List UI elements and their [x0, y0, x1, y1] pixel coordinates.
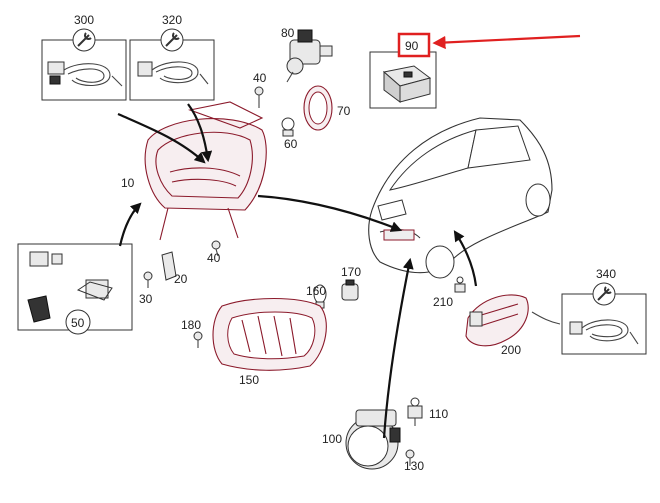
part-20-bracket[interactable] — [161, 251, 177, 281]
part-80-leveling-motor[interactable] — [286, 29, 333, 83]
part-150-fog-lamp-frame[interactable] — [212, 298, 327, 371]
label-90: 90 — [405, 39, 419, 53]
label-50: 50 — [71, 316, 85, 330]
label-80: 80 — [281, 26, 295, 40]
label-110: 110 — [429, 407, 448, 421]
label-150: 150 — [239, 373, 259, 387]
part-210-bulb[interactable] — [454, 276, 466, 293]
highlight-arrow — [432, 34, 581, 50]
part-60-bulb[interactable] — [281, 117, 295, 137]
highlight-box-90 — [397, 32, 431, 58]
label-130: 130 — [404, 459, 424, 473]
part-90-control-module[interactable] — [369, 51, 437, 109]
part-30-screw[interactable] — [143, 271, 153, 288]
part-40-screw-top[interactable] — [254, 86, 264, 108]
part-300-wiring-kit[interactable] — [41, 28, 127, 101]
part-100-fog-lamp[interactable] — [345, 409, 401, 470]
label-40-lower: 40 — [207, 251, 221, 265]
label-210: 210 — [433, 295, 453, 309]
leader-arrows — [117, 103, 561, 439]
part-170-bulb-holder[interactable] — [341, 279, 359, 301]
label-340: 340 — [596, 267, 616, 281]
label-180: 180 — [181, 318, 201, 332]
label-200: 200 — [501, 343, 521, 357]
label-100: 100 — [322, 432, 342, 446]
label-160: 160 — [306, 284, 326, 298]
car-illustration — [368, 117, 553, 279]
label-20: 20 — [174, 272, 188, 286]
part-130-screw[interactable] — [405, 449, 415, 466]
part-110-bulb[interactable] — [407, 397, 423, 426]
label-320: 320 — [162, 13, 182, 27]
part-340-wiring-kit[interactable] — [561, 282, 647, 355]
part-40-screw-lower[interactable] — [211, 240, 221, 257]
label-40-top: 40 — [253, 71, 267, 85]
part-200-side-lamp[interactable] — [465, 294, 529, 347]
label-170: 170 — [341, 265, 361, 279]
part-160-bulb[interactable] — [313, 284, 327, 309]
label-70: 70 — [337, 104, 351, 118]
label-60: 60 — [284, 137, 298, 151]
part-10-headlamp[interactable] — [144, 101, 267, 241]
part-180-screw[interactable] — [193, 331, 203, 348]
label-30: 30 — [139, 292, 153, 306]
label-50-circle — [65, 309, 91, 335]
label-10: 10 — [121, 176, 135, 190]
label-300: 300 — [74, 13, 94, 27]
part-320-wiring-kit[interactable] — [129, 28, 215, 101]
part-70-ring-seal[interactable] — [303, 85, 333, 131]
